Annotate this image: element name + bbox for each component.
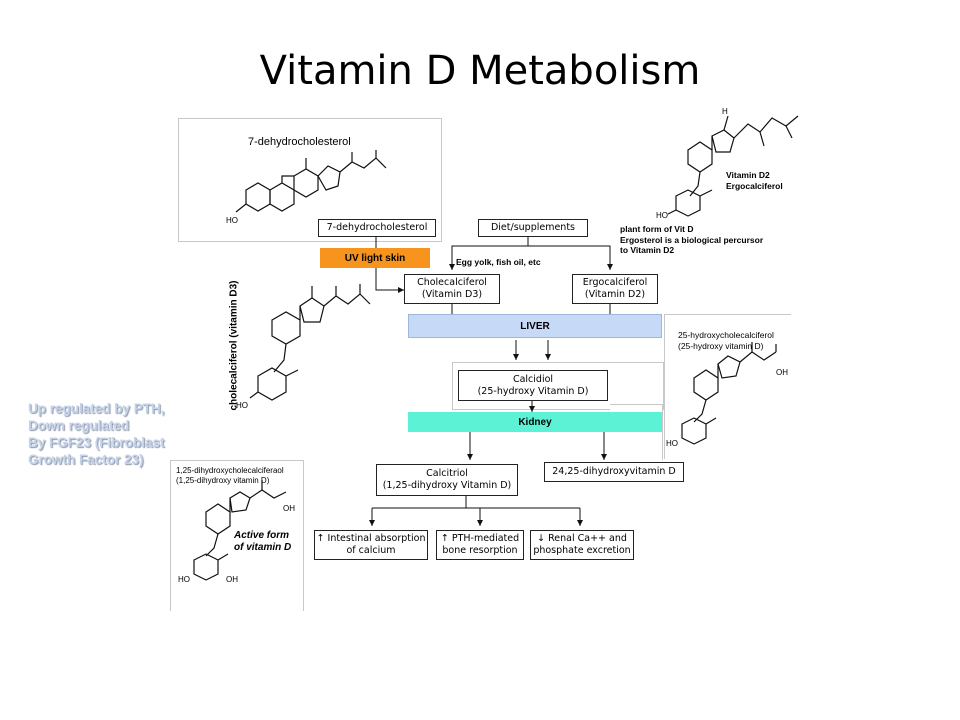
ho-label-d2: HO bbox=[656, 211, 668, 220]
box-ergocalciferol: Ergocalciferol (Vitamin D2) bbox=[572, 274, 658, 304]
effect3-line-1: ↓ Renal Ca++ and bbox=[537, 533, 627, 544]
note-line-2: Down regulated bbox=[28, 418, 130, 433]
box-7-dehydrocholesterol-text: 7-dehydrocholesterol bbox=[326, 222, 428, 233]
active-form-label: Active form of vitamin D bbox=[234, 530, 291, 554]
vertical-cholecalciferol-label: cholecalciferol (vitamin D3) bbox=[228, 280, 240, 411]
active-form-line-2: of vitamin D bbox=[234, 542, 292, 553]
note-line-1: Up regulated by PTH, bbox=[28, 401, 165, 416]
box-diet-text: Diet/supplements bbox=[490, 222, 576, 233]
hydroxy-label: 25-hydroxycholecalciferol (25-hydroxy vi… bbox=[678, 330, 774, 351]
hydroxy-label-line-1: 25-hydroxycholecalciferol bbox=[678, 330, 774, 340]
effect3-line-2: phosphate excretion bbox=[533, 545, 631, 556]
ergocalciferol-line: Ergocalciferol bbox=[726, 181, 783, 191]
vitamin-d2-label: Vitamin D2 Ergocalciferol bbox=[726, 170, 783, 192]
note-line-3: By FGF23 (Fibroblast bbox=[28, 435, 165, 450]
dihydroxy-panel bbox=[170, 460, 304, 611]
ho-label-hydroxy: HO bbox=[666, 439, 678, 448]
ho-label-chole: HO bbox=[236, 401, 248, 410]
oh-label-dihydroxy-bottom: OH bbox=[226, 575, 238, 584]
dihydroxy-label-line-2: (1,25-dihydroxy vitamin D) bbox=[176, 476, 270, 485]
vitamin-d2-molecule bbox=[667, 115, 799, 217]
calcidiol-line-2: (25-hydroxy Vitamin D) bbox=[477, 385, 589, 397]
calcitriol-line-1: Calcitriol bbox=[426, 468, 468, 479]
kidney-band: Kidney bbox=[408, 412, 662, 432]
box-24-25-dihydroxyvitamin: 24,25-dihydroxyvitamin D bbox=[544, 462, 684, 482]
dihydroxy-label: 1,25-dihydroxycholecalciferaol (1,25-dih… bbox=[176, 466, 284, 486]
box-7-dehydrocholesterol: 7-dehydrocholesterol bbox=[318, 219, 436, 237]
ho-label-dihydroxy: HO bbox=[178, 575, 190, 584]
dihydroxy24-text: 24,25-dihydroxyvitamin D bbox=[552, 466, 676, 477]
slide-title: Vitamin D Metabolism bbox=[259, 48, 701, 94]
oh-label-hydroxy: OH bbox=[776, 368, 788, 377]
effect2-line-1: ↑ PTH-mediated bbox=[440, 533, 520, 544]
box-diet-supplements: Diet/supplements bbox=[478, 219, 588, 237]
plant-note-line-2: Ergosterol is a biological percursor bbox=[620, 234, 764, 245]
egg-label: Egg yolk, fish oil, etc bbox=[456, 257, 541, 267]
effect1-line-2: of calcium bbox=[346, 545, 396, 556]
regulation-note: Up regulated by PTH, Down regulated By F… bbox=[28, 400, 165, 468]
cholecalciferol-molecule bbox=[249, 284, 371, 401]
calcidiol-line-1: Calcidiol bbox=[512, 373, 554, 385]
top-molecule-label: 7-dehydrocholesterol bbox=[248, 136, 351, 148]
ho-label-top: HO bbox=[226, 216, 238, 225]
box-calcitriol: Calcitriol (1,25-dihydroxy Vitamin D) bbox=[376, 464, 518, 496]
effect2-line-2: bone resorption bbox=[442, 545, 518, 556]
vitamin-d2-line: Vitamin D2 bbox=[726, 170, 770, 180]
plant-note-line-1: plant form of Vit D bbox=[620, 224, 694, 234]
plant-note-line-3: to Vitamin D2 bbox=[620, 245, 675, 255]
box-cholecalciferol: Cholecalciferol (Vitamin D3) bbox=[404, 274, 500, 304]
box-effect-bone: ↑ PTH-mediated bone resorption bbox=[436, 530, 524, 560]
calcitriol-line-2: (1,25-dihydroxy Vitamin D) bbox=[382, 480, 512, 491]
hydroxy-molecule bbox=[681, 342, 777, 445]
dihydroxy-label-line-1: 1,25-dihydroxycholecalciferaol bbox=[176, 466, 284, 475]
uv-light-skin-band: UV light skin bbox=[320, 248, 430, 268]
oh-label-dihydroxy-top: OH bbox=[283, 504, 295, 513]
chole-line-1: Cholecalciferol bbox=[417, 277, 487, 288]
ergo-line-1: Ergocalciferol bbox=[582, 277, 648, 288]
active-form-line-1: Active form bbox=[234, 530, 290, 541]
box-effect-renal: ↓ Renal Ca++ and phosphate excretion bbox=[530, 530, 634, 560]
dehydrocholesterol-molecule bbox=[235, 150, 387, 213]
ergo-line-2: (Vitamin D2) bbox=[584, 289, 646, 300]
h-label: H bbox=[722, 107, 728, 116]
chole-line-2: (Vitamin D3) bbox=[421, 289, 483, 300]
note-line-4: Growth Factor 23) bbox=[28, 452, 144, 467]
dihydroxy-molecule bbox=[193, 480, 287, 581]
hydroxy-label-line-2: (25-hydroxy vitamin D) bbox=[678, 340, 764, 351]
effect1-line-1: ↑ Intestinal absorption bbox=[316, 533, 426, 544]
liver-band: LIVER bbox=[408, 314, 662, 338]
box-calcidiol: Calcidiol (25-hydroxy Vitamin D) bbox=[458, 370, 608, 401]
box-effect-intestinal: ↑ Intestinal absorption of calcium bbox=[314, 530, 428, 560]
hydroxy-molecule-panel bbox=[664, 314, 791, 459]
plant-note: plant form of Vit D Ergosterol is a biol… bbox=[620, 224, 763, 256]
